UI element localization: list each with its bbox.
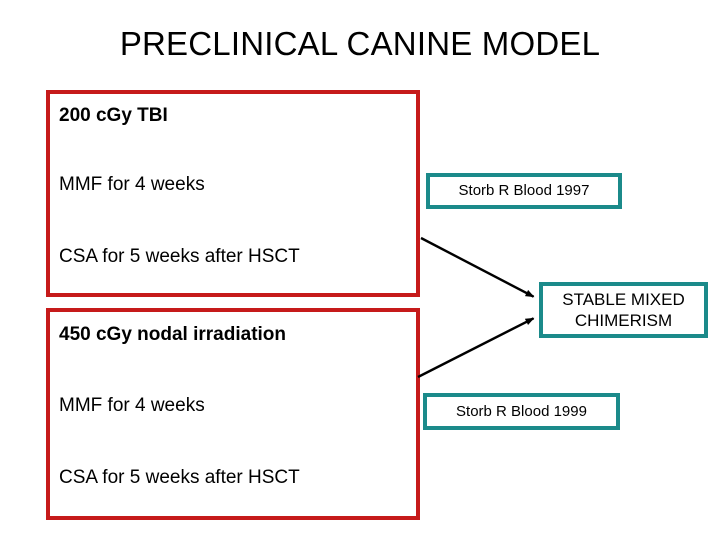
outcome-label: STABLE MIXED CHIMERISM xyxy=(562,290,685,330)
regimen-box-450-cgy-nodal-irradiation: 450 cGy nodal irradiation MMF for 4 week… xyxy=(46,308,420,520)
citation-box-storb-1999: Storb R Blood 1999 xyxy=(423,393,620,430)
arrow-regimen2-to-outcome xyxy=(417,317,535,379)
outcome-box-stable-mixed-chimerism: STABLE MIXED CHIMERISM xyxy=(539,282,708,338)
citation-1999-label: Storb R Blood 1999 xyxy=(456,402,587,420)
arrow-regimen1-to-outcome xyxy=(420,236,535,298)
regimen-2-heading: 450 cGy nodal irradiation xyxy=(59,324,287,345)
page-title: PRECLINICAL CANINE MODEL xyxy=(119,25,601,62)
regimen-box-200-cgy-tbi: 200 cGy TBI MMF for 4 weeks CSA for 5 we… xyxy=(46,90,420,297)
regimen-2-line-mmf: MMF for 4 weeks xyxy=(59,395,205,416)
regimen-1-heading: 200 cGy TBI xyxy=(59,105,168,126)
regimen-1-line-csa: CSA for 5 weeks after HSCT xyxy=(59,246,300,267)
citation-box-storb-1997: Storb R Blood 1997 xyxy=(426,173,622,209)
regimen-1-line-mmf: MMF for 4 weeks xyxy=(59,174,205,195)
regimen-2-line-csa: CSA for 5 weeks after HSCT xyxy=(59,467,300,488)
citation-1997-label: Storb R Blood 1997 xyxy=(458,182,590,199)
